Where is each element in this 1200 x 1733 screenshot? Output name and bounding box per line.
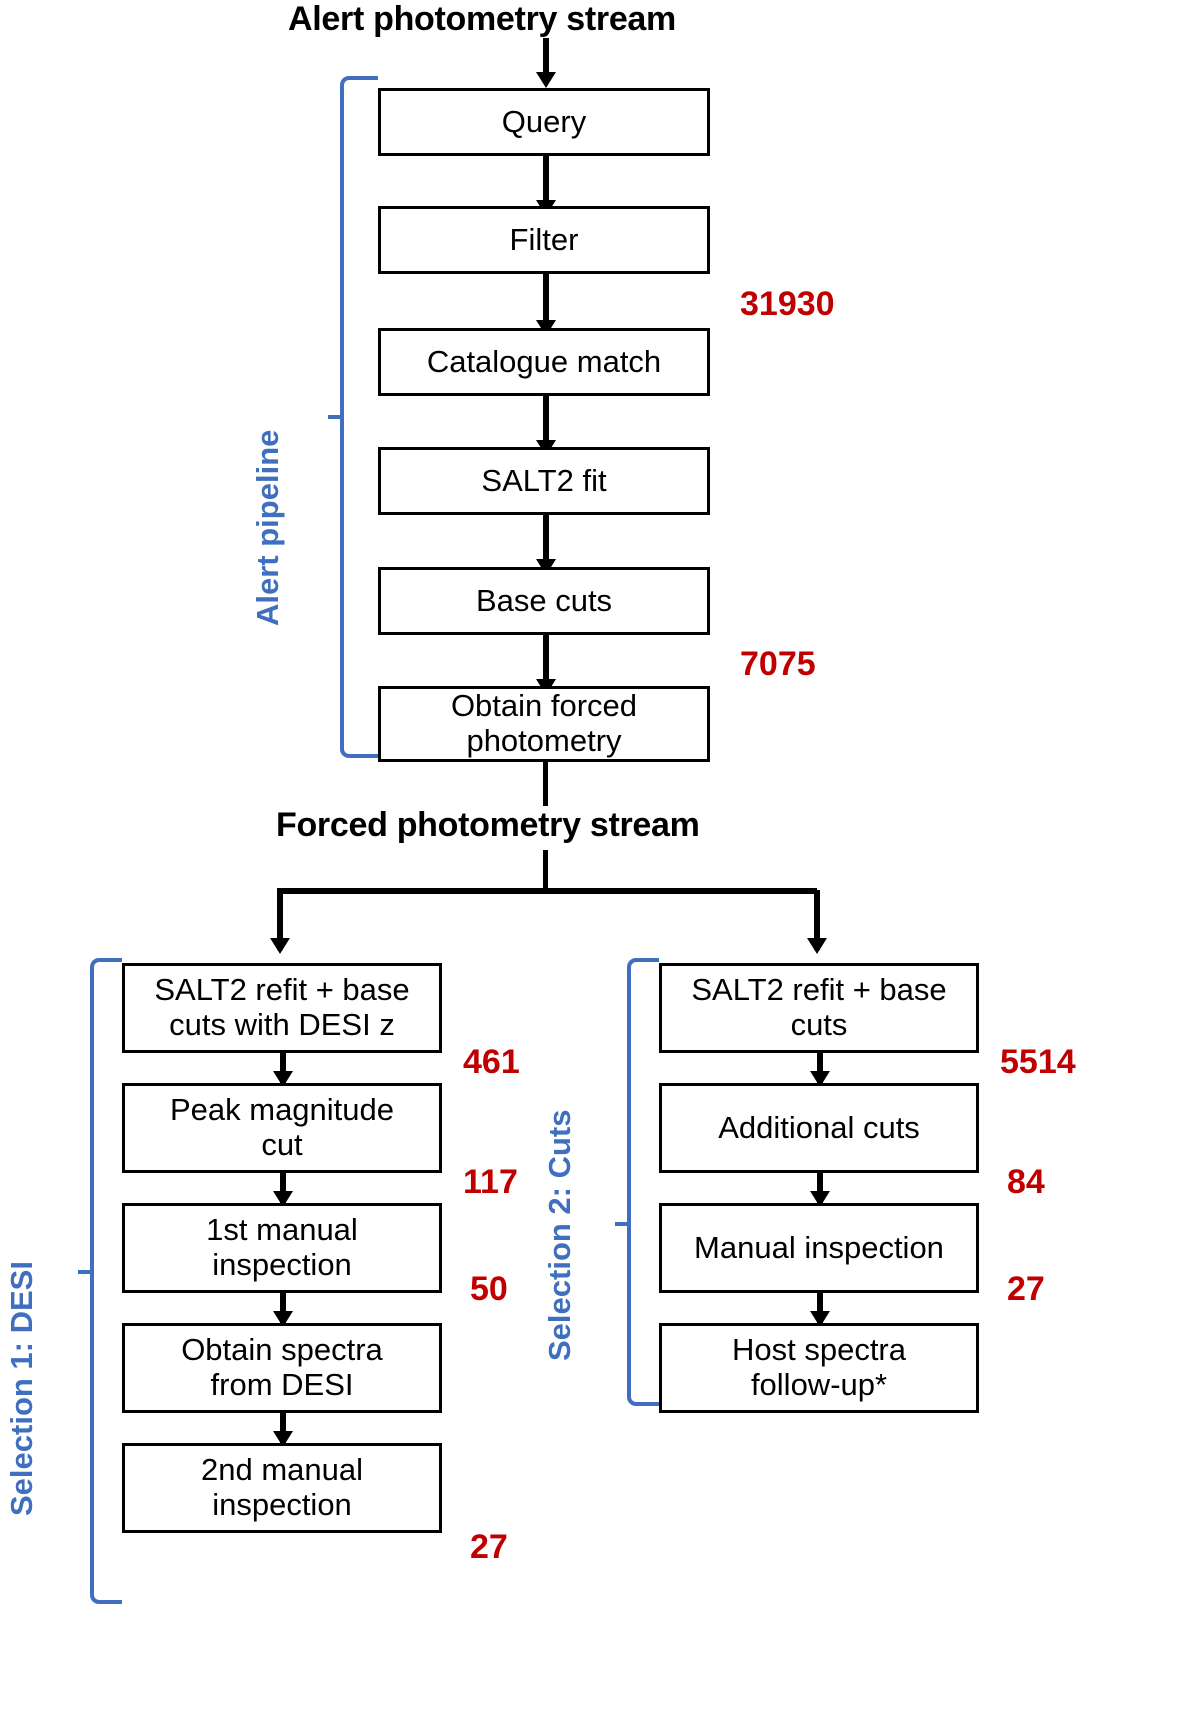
count-s1-461: 461	[463, 1043, 520, 1081]
selection-2-label: Selection 2: Cuts	[542, 1109, 577, 1362]
alert-photometry-stream-title: Alert photometry stream	[288, 0, 676, 38]
selection-1-bracket	[90, 958, 122, 1604]
step-catalogue-match-label: Catalogue match	[426, 343, 662, 379]
step-s1-second-manual-inspection-line1: 2nd manual	[200, 1452, 363, 1488]
connector-forced-stream	[543, 762, 548, 806]
step-s1-peak-magnitude-cut[interactable]: Peak magnitude cut	[122, 1083, 442, 1173]
alert-pipeline-bracket	[340, 76, 378, 758]
alert-pipeline-label: Alert pipeline	[250, 429, 285, 626]
forced-photometry-stream-title: Forced photometry stream	[276, 806, 700, 844]
step-s1-salt2-refit[interactable]: SALT2 refit + base cuts with DESI z	[122, 963, 442, 1053]
connector-split-bar	[277, 888, 817, 894]
step-s2-additional-cuts-label: Additional cuts	[718, 1109, 920, 1145]
step-salt2-fit[interactable]: SALT2 fit	[378, 447, 710, 515]
step-s1-first-manual-inspection[interactable]: 1st manual inspection	[122, 1203, 442, 1293]
step-s2-additional-cuts[interactable]: Additional cuts	[659, 1083, 979, 1173]
step-s1-first-manual-inspection-line2: inspection	[212, 1247, 352, 1282]
step-obtain-forced-photometry-line2: photometry	[466, 723, 622, 758]
step-s1-obtain-spectra-desi-line2: from DESI	[210, 1367, 354, 1402]
step-s2-host-spectra-followup-line1: Host spectra	[731, 1332, 906, 1368]
step-s1-obtain-spectra-desi-line1: Obtain spectra	[181, 1332, 383, 1368]
selection-2-bracket	[627, 958, 659, 1406]
selection-1-bracket-tick	[78, 1270, 91, 1274]
step-query-label: Query	[501, 103, 587, 139]
step-s2-manual-inspection[interactable]: Manual inspection	[659, 1203, 979, 1293]
step-s2-salt2-refit-line2: cuts	[790, 1007, 848, 1042]
step-s1-salt2-refit-line1: SALT2 refit + base	[154, 972, 410, 1008]
alert-pipeline-bracket-tick	[328, 415, 341, 419]
selection-1-label: Selection 1: DESI	[4, 1261, 39, 1516]
step-filter-label: Filter	[509, 221, 579, 257]
step-s2-host-spectra-followup[interactable]: Host spectra follow-up*	[659, 1323, 979, 1413]
step-base-cuts-label: Base cuts	[475, 582, 613, 618]
step-s2-manual-inspection-label: Manual inspection	[694, 1229, 944, 1265]
step-s1-peak-magnitude-cut-line2: cut	[261, 1127, 303, 1162]
step-s2-salt2-refit[interactable]: SALT2 refit + base cuts	[659, 963, 979, 1053]
count-s1-27: 27	[470, 1528, 508, 1566]
step-catalogue-match[interactable]: Catalogue match	[378, 328, 710, 396]
count-s2-84: 84	[1007, 1163, 1045, 1201]
count-s1-50: 50	[470, 1270, 508, 1308]
count-after-filter: 31930	[740, 285, 835, 323]
step-s1-obtain-spectra-desi[interactable]: Obtain spectra from DESI	[122, 1323, 442, 1413]
step-query[interactable]: Query	[378, 88, 710, 156]
step-s1-first-manual-inspection-line1: 1st manual	[206, 1212, 358, 1248]
selection-2-bracket-tick	[615, 1222, 628, 1226]
step-s2-host-spectra-followup-line2: follow-up*	[750, 1367, 888, 1402]
count-after-base-cuts: 7075	[740, 645, 816, 683]
step-s1-salt2-refit-line2: cuts with DESI z	[169, 1007, 395, 1042]
count-s1-117: 117	[463, 1163, 518, 1201]
count-s2-5514: 5514	[1000, 1043, 1076, 1081]
count-s2-27: 27	[1007, 1270, 1045, 1308]
step-filter[interactable]: Filter	[378, 206, 710, 274]
step-salt2-fit-label: SALT2 fit	[481, 462, 607, 498]
step-obtain-forced-photometry-line1: Obtain forced	[450, 688, 638, 724]
step-s1-second-manual-inspection[interactable]: 2nd manual inspection	[122, 1443, 442, 1533]
step-s1-second-manual-inspection-line2: inspection	[212, 1487, 352, 1522]
step-base-cuts[interactable]: Base cuts	[378, 567, 710, 635]
step-s2-salt2-refit-line1: SALT2 refit + base	[691, 972, 947, 1008]
connector-split-stem	[543, 850, 548, 890]
step-obtain-forced-photometry[interactable]: Obtain forced photometry	[378, 686, 710, 762]
step-s1-peak-magnitude-cut-line1: Peak magnitude	[169, 1092, 395, 1128]
